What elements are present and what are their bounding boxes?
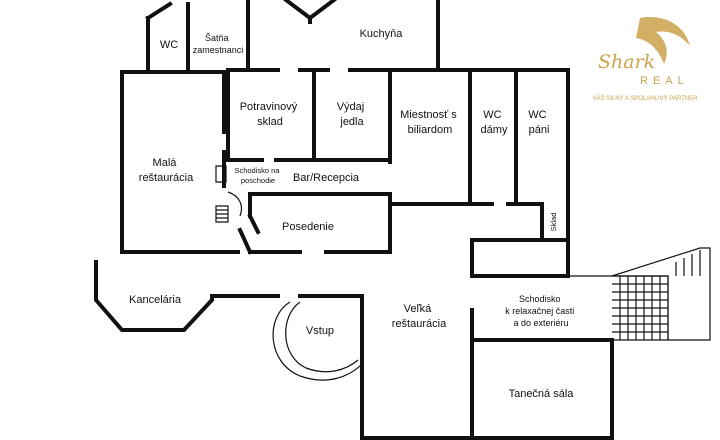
room-staircase-upper: Schodisko na poschodie	[234, 166, 281, 185]
brand-name-top: Shark	[598, 51, 655, 73]
room-billiard-line1: Miestnosť s	[400, 109, 457, 121]
room-bar-reception: Bar/Recepcia	[293, 172, 360, 184]
room-kitchen: Kuchyňa	[360, 28, 404, 40]
shark-real-logo: Shark REAL VÁŠ SILNÝ A SPOĽAHLIVÝ PARTNE…	[593, 17, 698, 102]
room-food-storage: Potravinový sklad	[240, 101, 301, 128]
brand-name-bottom: REAL	[640, 75, 689, 87]
room-staircase-relax-line2: k relaxačnej časti	[505, 306, 574, 316]
room-small-restaurant-line1: Malá	[153, 157, 178, 169]
brand-tagline: VÁŠ SILNÝ A SPOĽAHLIVÝ PARTNER	[593, 95, 698, 102]
room-seating: Posedenie	[282, 221, 334, 233]
room-staircase-relax-line3: a do exteriéru	[513, 318, 568, 328]
room-wc-women-line2: dámy	[481, 124, 508, 136]
room-large-restaurant-line1: Veľká	[404, 303, 433, 315]
room-food-storage-line1: Potravinový	[240, 101, 298, 113]
room-billiard-line2: biliardom	[408, 124, 453, 136]
room-wc-men: WC páni	[528, 109, 549, 136]
walls	[94, 0, 711, 440]
shark-fin-logo-icon	[636, 17, 690, 64]
room-small-restaurant-line2: reštaurácia	[139, 172, 194, 184]
room-food-dispense: Výdaj jedla	[337, 101, 368, 128]
room-office: Kancelária	[129, 294, 182, 306]
room-dance-hall: Tanečná sála	[509, 388, 575, 400]
room-food-dispense-line2: jedla	[339, 116, 364, 128]
room-staircase-upper-line1: Schodisko na	[234, 166, 280, 175]
room-small-restaurant: Malá reštaurácia	[139, 157, 194, 184]
room-staff-cloakroom: Šatňa zamestnanci	[193, 33, 244, 55]
room-large-restaurant-line2: reštaurácia	[392, 318, 447, 330]
room-staircase-relax-line1: Schodisko	[519, 294, 561, 304]
room-wc-women: WC dámy	[481, 109, 508, 136]
room-wc-men-line2: páni	[529, 124, 550, 136]
room-wc-staff: WC	[160, 39, 178, 51]
room-wc-women-line1: WC	[483, 109, 501, 121]
room-billiard: Miestnosť s biliardom	[400, 109, 460, 136]
room-wc-men-line1: WC	[528, 109, 546, 121]
room-staircase-relax: Schodisko k relaxačnej časti a do exteri…	[505, 294, 577, 328]
room-staff-cloakroom-line2: zamestnanci	[193, 45, 244, 55]
room-food-storage-line2: sklad	[257, 116, 283, 128]
room-staircase-upper-line2: poschodie	[241, 176, 275, 185]
room-large-restaurant: Veľká reštaurácia	[392, 303, 447, 330]
room-staff-cloakroom-line1: Šatňa	[205, 33, 229, 43]
room-storage: Sklad	[549, 213, 558, 232]
room-food-dispense-line1: Výdaj	[337, 101, 365, 113]
room-entrance: Vstup	[306, 325, 334, 337]
